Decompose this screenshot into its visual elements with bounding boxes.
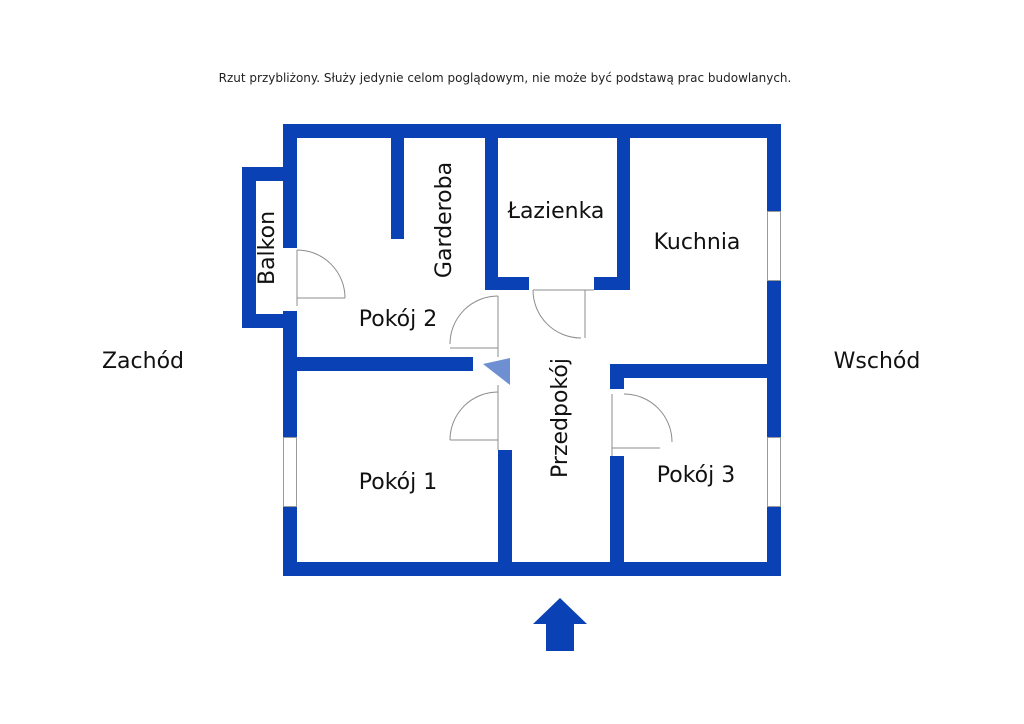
bathroom-wall-left [485, 124, 498, 290]
room2-room1-wall [283, 357, 473, 371]
room-label-kuchnia: Kuchnia [654, 230, 741, 255]
balcony-wall-bottom [242, 314, 297, 328]
bathroom-wall-bottom-right [594, 277, 630, 290]
window-room1-frame [283, 437, 297, 507]
room-labels: Balkon Garderoba Łazienka Kuchnia Pokój … [255, 162, 740, 495]
window-kitchen-frame [767, 211, 781, 281]
balcony-door-arc [296, 249, 346, 299]
kitchen-room3-wall [610, 364, 781, 378]
room-label-pokoj1: Pokój 1 [359, 470, 437, 495]
room-label-przedpokoj: Przedpokój [548, 358, 573, 478]
room-label-lazienka: Łazienka [507, 199, 605, 224]
direction-east: Wschód [834, 349, 921, 374]
room1-hallway-wall [498, 450, 512, 576]
windows [283, 211, 781, 507]
bathroom-door-arc [532, 289, 582, 339]
room-label-balkon: Balkon [255, 211, 280, 285]
room2-door-arc [449, 295, 499, 345]
room1-door-arc [449, 391, 499, 441]
balcony-wall-left [242, 167, 256, 328]
direction-west: Zachód [102, 349, 184, 374]
room3-hallway-wall [610, 456, 624, 576]
hallway-marker [483, 358, 510, 385]
room-label-pokoj2: Pokój 2 [359, 307, 437, 332]
outer-wall-left [283, 124, 297, 576]
room-label-pokoj3: Pokój 3 [657, 463, 735, 488]
room3-door-arc [623, 393, 673, 443]
walls [242, 124, 781, 576]
window-room1 [283, 437, 297, 507]
balcony-wall-top [242, 167, 297, 181]
window-room3-frame [767, 437, 781, 507]
disclaimer-text: Rzut przybliżony. Służy jedynie celom po… [218, 71, 792, 85]
openings [283, 211, 781, 507]
window-kitchen [767, 211, 781, 281]
garderoba-wall [391, 124, 404, 239]
room3-wall-stub [610, 364, 624, 389]
up-arrow-icon [533, 598, 587, 651]
outer-wall-right [767, 124, 781, 576]
room-label-garderoba: Garderoba [432, 162, 457, 278]
doors [296, 249, 673, 456]
bathroom-wall-right [617, 124, 630, 290]
bathroom-wall-bottom-left [485, 277, 529, 290]
window-room3 [767, 437, 781, 507]
balcony-door-gap [283, 248, 297, 311]
outer-wall-top [283, 124, 781, 138]
outer-wall-bottom [283, 562, 781, 576]
